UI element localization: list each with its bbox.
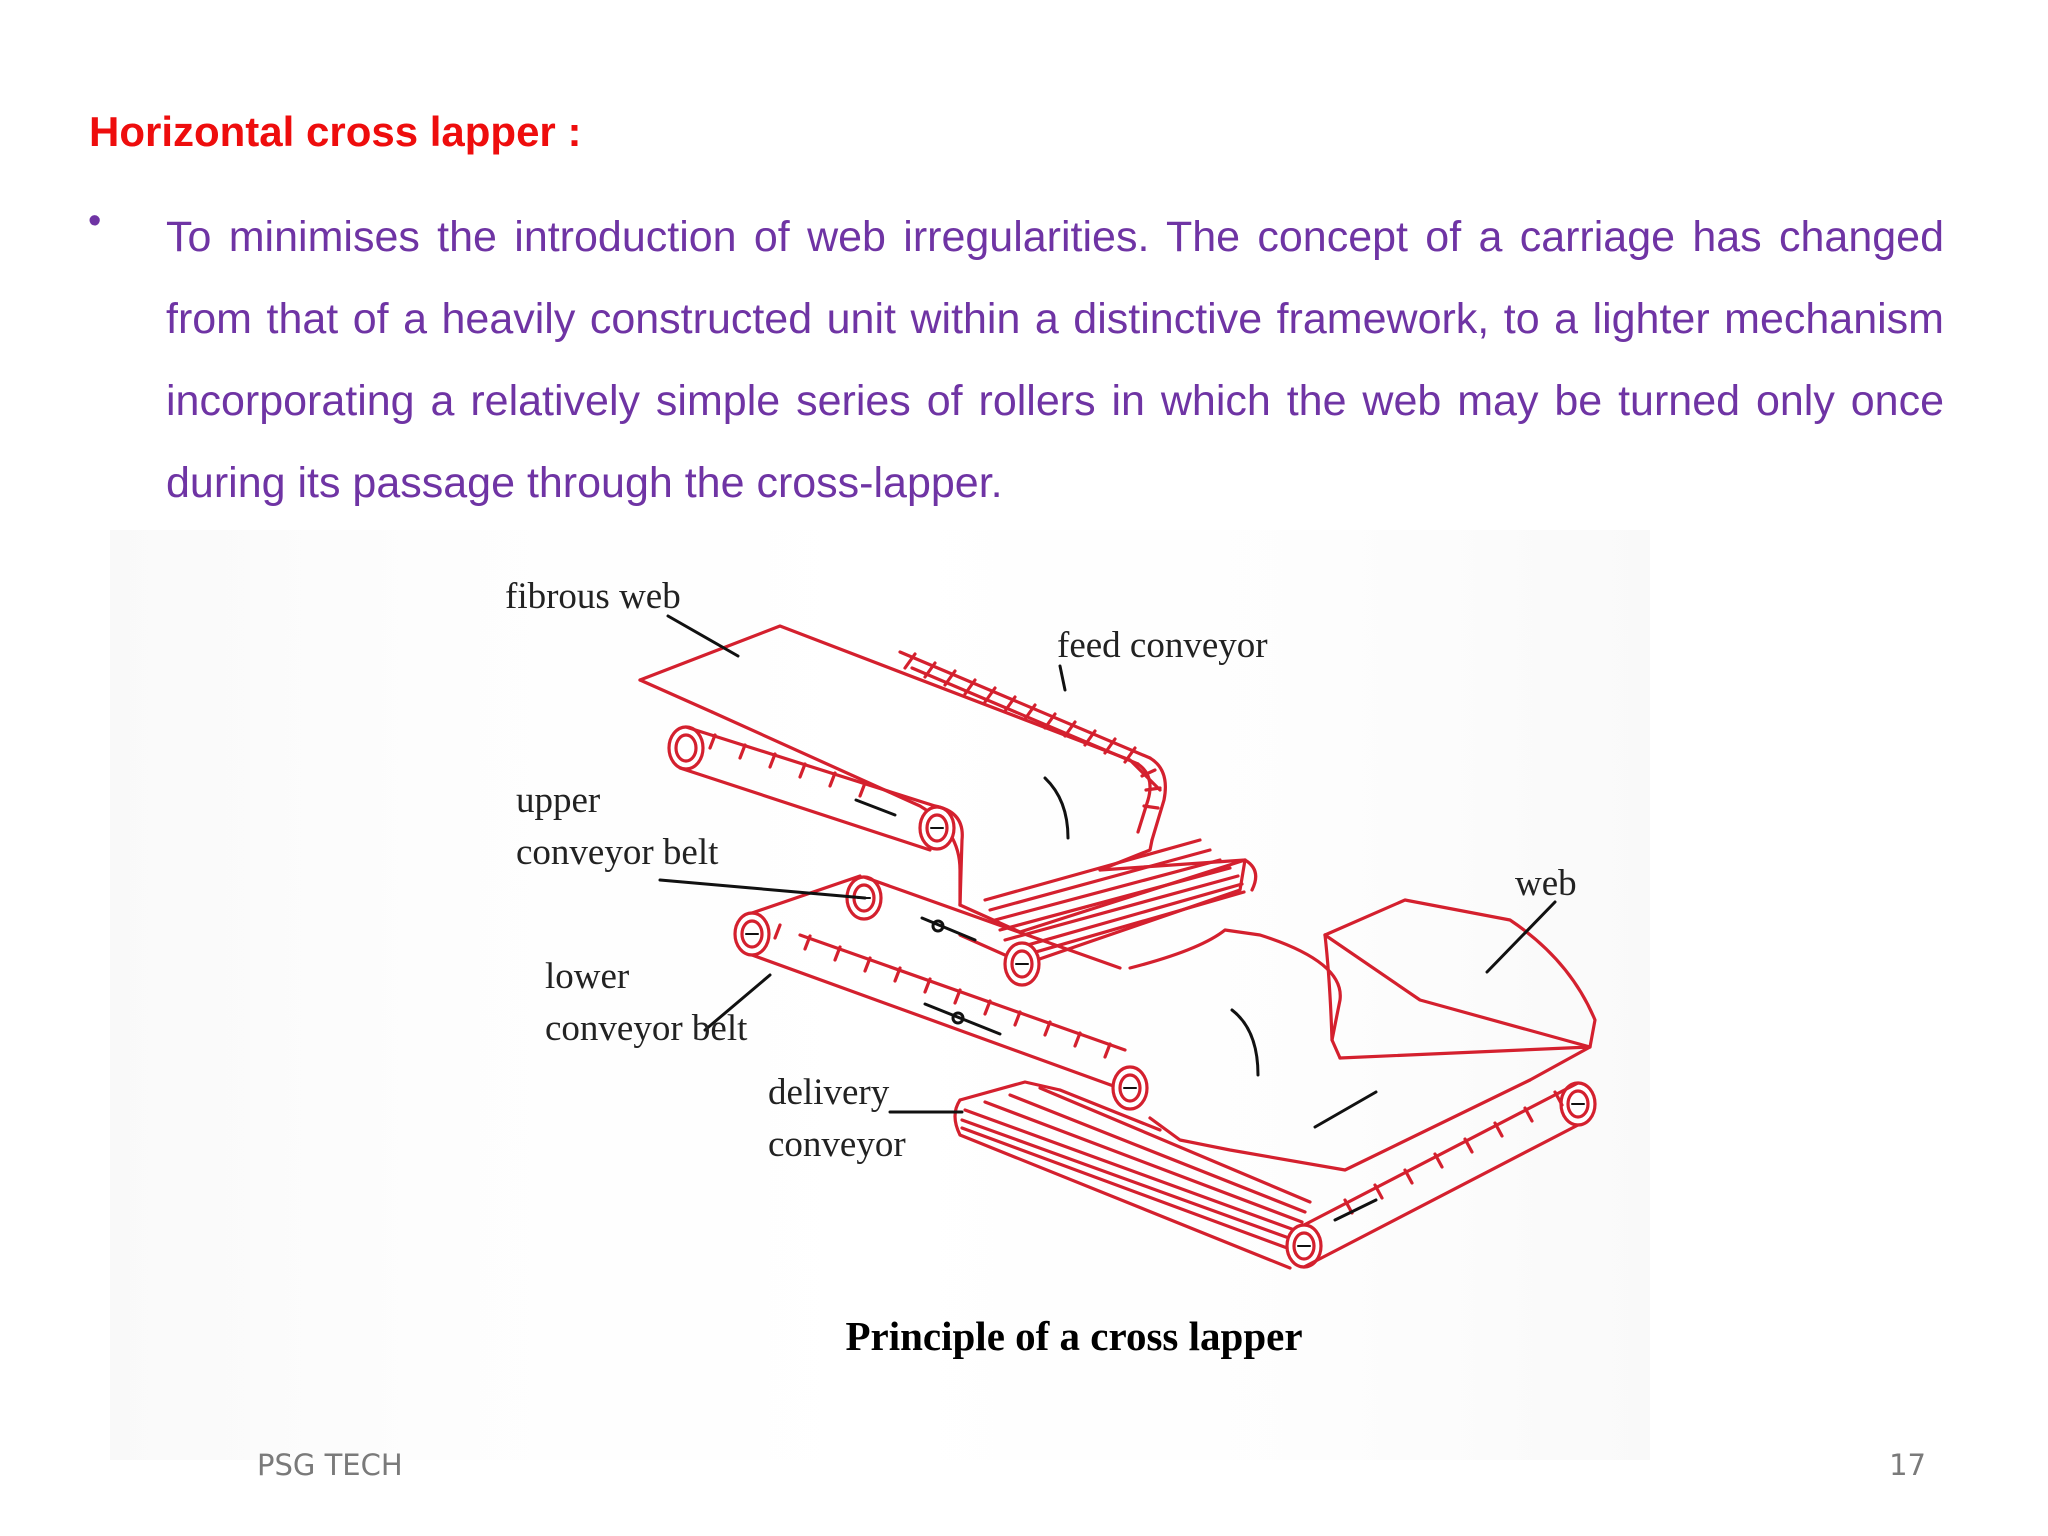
label-delivery-line2: conveyor bbox=[768, 1124, 906, 1165]
cross-lapper-diagram: fibrous web feed conveyor upper conveyor… bbox=[505, 576, 1597, 1270]
footer-page-number: 17 bbox=[1889, 1448, 1926, 1482]
footer-organization: PSG TECH bbox=[257, 1448, 403, 1482]
lower-belt-hatching bbox=[773, 923, 1112, 1059]
label-upper-line2: conveyor belt bbox=[516, 832, 719, 873]
cross-lapper-figure: fibrous web feed conveyor upper conveyor… bbox=[110, 530, 1650, 1460]
delivery-hatching bbox=[960, 1086, 1312, 1254]
feed-conveyor-shape bbox=[638, 624, 1167, 907]
bullet-marker: • bbox=[88, 200, 102, 242]
label-web: web bbox=[1515, 863, 1577, 904]
label-lower-line2: conveyor belt bbox=[545, 1008, 748, 1049]
upper-conveyor-belt-shape bbox=[667, 725, 1070, 907]
figure-background bbox=[110, 530, 1650, 1460]
delivery-conveyor-shape bbox=[953, 1080, 1597, 1270]
feed-belt-hatching bbox=[903, 652, 1162, 810]
carriage-hatching bbox=[983, 838, 1246, 960]
label-upper-line1: upper bbox=[516, 780, 600, 821]
bullet-paragraph: To minimises the introduction of web irr… bbox=[166, 213, 1944, 507]
laid-web-shape bbox=[1128, 898, 1597, 1172]
leader-lines bbox=[658, 614, 1557, 1114]
label-lower-line1: lower bbox=[545, 956, 629, 997]
lower-conveyor-belt-shape bbox=[733, 874, 1149, 1111]
figure-caption: Principle of a cross lapper bbox=[845, 1313, 1303, 1359]
label-feed-conveyor: feed conveyor bbox=[1057, 625, 1268, 666]
label-delivery-line1: delivery bbox=[768, 1072, 890, 1113]
upper-belt-hatching bbox=[708, 733, 867, 798]
slide-heading: Horizontal cross lapper : bbox=[89, 108, 582, 155]
label-fibrous-web: fibrous web bbox=[505, 576, 681, 617]
